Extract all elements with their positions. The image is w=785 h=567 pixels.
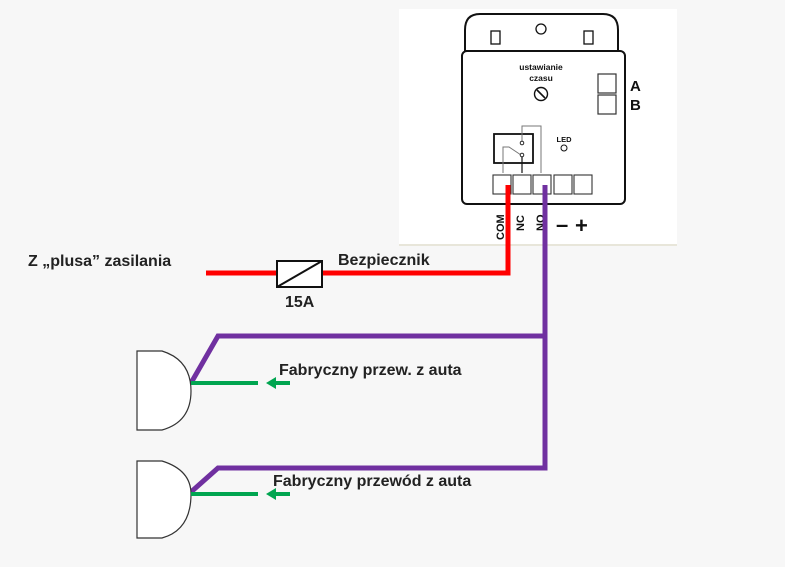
arrow-left-icon bbox=[266, 377, 290, 389]
terminal-nc[interactable] bbox=[512, 174, 532, 195]
mounting-hole-icon bbox=[535, 23, 547, 35]
led-label: LED bbox=[557, 135, 573, 144]
dip-switch-b[interactable] bbox=[597, 94, 617, 115]
terminal-label-com: COM bbox=[495, 214, 507, 240]
power-source-label: Z „plusa” zasilania bbox=[28, 253, 171, 270]
arrow-left-icon bbox=[266, 488, 290, 500]
factory-wire-2-label: Fabryczny przewód z auta bbox=[273, 473, 471, 490]
terminal-minus[interactable] bbox=[553, 174, 573, 195]
terminal-label-plus: + bbox=[575, 213, 588, 238]
mounting-slot-left bbox=[490, 30, 501, 45]
timer-label-line1: ustawianie bbox=[519, 62, 563, 72]
load-device-2 bbox=[136, 460, 192, 539]
switch-a-label: A bbox=[630, 78, 641, 95]
fuse-icon bbox=[276, 260, 323, 288]
relay-icon bbox=[493, 125, 542, 173]
factory-wire-1-label: Fabryczny przew. z auta bbox=[279, 362, 462, 379]
terminal-label-nc: NC bbox=[515, 215, 527, 231]
output-wire bbox=[189, 185, 548, 494]
fuse-rating-label: 15A bbox=[285, 294, 315, 311]
output-wire-branch bbox=[188, 333, 545, 385]
timer-potentiometer-icon[interactable] bbox=[533, 86, 549, 102]
terminal-label-minus: – bbox=[556, 212, 568, 237]
mounting-slot-right bbox=[583, 30, 594, 45]
dip-switch-a[interactable] bbox=[597, 73, 617, 94]
terminal-plus[interactable] bbox=[573, 174, 593, 195]
led-indicator-icon bbox=[560, 144, 568, 152]
timer-label-line2: czasu bbox=[529, 73, 553, 83]
fuse-label: Bezpiecznik bbox=[338, 252, 430, 269]
load-device-1 bbox=[136, 350, 192, 431]
terminal-block bbox=[492, 174, 593, 195]
switch-b-label: B bbox=[630, 97, 641, 114]
terminal-no[interactable] bbox=[532, 174, 552, 195]
device-mounting-tab bbox=[464, 13, 619, 52]
